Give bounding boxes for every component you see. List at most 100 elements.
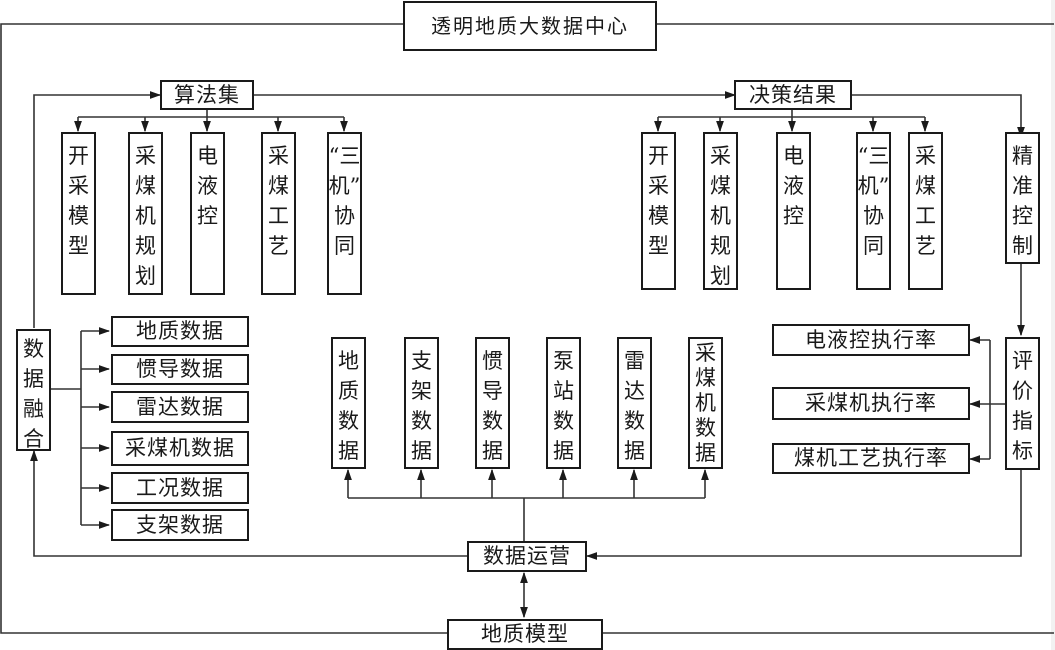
vertical-char: 煤 xyxy=(710,174,731,198)
decision-item[interactable]: 采煤工艺 xyxy=(908,132,943,290)
fusion-data-item[interactable]: 惯导数据 xyxy=(111,354,249,385)
vertical-char: 泵 xyxy=(553,349,574,373)
vertical-char: 采 xyxy=(268,144,289,168)
operation-data-item[interactable]: 雷达数据 xyxy=(617,337,652,469)
operation-to-fusion-line xyxy=(30,449,468,557)
algorithm-item[interactable]: 采煤工艺 xyxy=(261,132,296,295)
operation-data-item-label: 地质数据 xyxy=(338,349,359,463)
vertical-char: 数 xyxy=(482,409,503,433)
decision-item[interactable]: “三机”协同 xyxy=(856,132,891,290)
page-edge xyxy=(1051,0,1055,650)
operation-data-item[interactable]: 泵站数据 xyxy=(546,337,581,469)
fusion-data-item-label: 工况数据 xyxy=(136,475,224,500)
geological-model-label: 地质模型 xyxy=(481,622,569,646)
vertical-char: 规 xyxy=(710,234,731,258)
fusion-data-item-label: 雷达数据 xyxy=(136,394,224,419)
geological-model-box[interactable]: 地质模型 xyxy=(447,619,603,650)
operation-data-item-label: 采煤机数据 xyxy=(695,341,716,465)
vertical-char: 艺 xyxy=(915,234,936,258)
decision-to-control-line xyxy=(851,94,1025,139)
fusion-to-algorithm-line xyxy=(33,91,162,328)
algorithm-set-box[interactable]: 算法集 xyxy=(160,80,254,110)
fusion-data-item[interactable]: 雷达数据 xyxy=(111,391,249,423)
vertical-char: 控 xyxy=(1012,204,1033,228)
fusion-data-item[interactable]: 支架数据 xyxy=(111,509,249,541)
vertical-char: 工 xyxy=(915,204,936,228)
vertical-char: 规 xyxy=(135,234,156,258)
algorithm-item-label: “三机”协同 xyxy=(329,144,361,258)
page-title: 透明地质大数据中心 xyxy=(431,14,629,38)
vertical-char: 采 xyxy=(695,341,716,365)
vertical-char: 同 xyxy=(334,234,355,258)
operation-data-item[interactable]: 惯导数据 xyxy=(475,337,510,469)
algorithm-item-label: 电液控 xyxy=(197,144,218,228)
vertical-char: 开 xyxy=(648,144,669,168)
operation-data-item[interactable]: 支架数据 xyxy=(404,337,439,469)
fusion-data-item[interactable]: 工况数据 xyxy=(111,472,249,504)
evaluation-label: 评价指标 xyxy=(1012,349,1033,463)
vertical-char: 雷 xyxy=(624,349,645,373)
data-operation-label: 数据运营 xyxy=(483,544,571,568)
algorithm-item-label: 采煤机规划 xyxy=(135,144,156,288)
decision-item[interactable]: 开采模型 xyxy=(641,132,676,290)
vertical-char: 电 xyxy=(783,144,804,168)
vertical-char: 划 xyxy=(135,264,156,288)
operation-data-item-label: 惯导数据 xyxy=(482,349,503,463)
operation-data-item[interactable]: 地质数据 xyxy=(331,337,366,469)
decision-item[interactable]: 采煤机规划 xyxy=(703,132,738,290)
algorithm-item-label: 开采模型 xyxy=(68,144,89,258)
algorithm-item[interactable]: 开采模型 xyxy=(61,132,96,295)
vertical-char: 机 xyxy=(710,204,731,228)
vertical-char: 机” xyxy=(328,174,361,198)
operation-data-item[interactable]: 采煤机数据 xyxy=(688,337,723,469)
decision-item-label: 采煤工艺 xyxy=(915,144,936,258)
evaluation-item[interactable]: 煤机工艺执行率 xyxy=(772,443,970,474)
decision-results-box[interactable]: 决策结果 xyxy=(734,80,852,110)
fusion-data-item-label: 采煤机数据 xyxy=(125,436,235,460)
vertical-char: 机” xyxy=(857,174,890,198)
operation-data-item-label: 泵站数据 xyxy=(553,349,574,463)
data-fusion-label: 数据融合 xyxy=(23,337,44,451)
vertical-char: 数 xyxy=(624,409,645,433)
algorithm-item[interactable]: “三机”协同 xyxy=(327,132,362,295)
vertical-char: 准 xyxy=(1012,174,1033,198)
vertical-char: 开 xyxy=(68,144,89,168)
vertical-char: 站 xyxy=(553,379,574,403)
fusion-data-item-label: 支架数据 xyxy=(136,512,224,537)
vertical-char: 数 xyxy=(695,416,716,440)
fusion-data-item-label: 地质数据 xyxy=(136,319,224,343)
algorithm-item[interactable]: 电液控 xyxy=(190,132,225,295)
vertical-char: 同 xyxy=(863,234,884,258)
algorithm-item[interactable]: 采煤机规划 xyxy=(128,132,163,295)
vertical-char: 数 xyxy=(553,409,574,433)
vertical-char: 导 xyxy=(482,379,503,403)
decision-item[interactable]: 电液控 xyxy=(776,132,811,290)
vertical-char: 协 xyxy=(334,204,355,228)
fusion-data-item[interactable]: 地质数据 xyxy=(111,316,249,347)
vertical-char: 据 xyxy=(338,439,359,463)
data-fusion-box[interactable]: 数据融合 xyxy=(16,329,51,451)
vertical-char: 质 xyxy=(338,379,359,403)
decision-item-label: 开采模型 xyxy=(648,144,669,258)
evaluation-item[interactable]: 电液控执行率 xyxy=(772,324,970,356)
decision-item-label: 采煤机规划 xyxy=(710,144,731,288)
evaluation-item[interactable]: 采煤机执行率 xyxy=(772,387,970,420)
vertical-char: 模 xyxy=(648,204,669,228)
evaluation-item-label: 煤机工艺执行率 xyxy=(794,446,948,470)
vertical-char: 电 xyxy=(197,144,218,168)
vertical-char: 采 xyxy=(710,144,731,168)
vertical-char: 采 xyxy=(915,144,936,168)
vertical-char: 煤 xyxy=(135,174,156,198)
evaluation-item-label: 电液控执行率 xyxy=(805,327,937,352)
vertical-char: 煤 xyxy=(695,366,716,390)
vertical-char: 标 xyxy=(1012,439,1033,463)
vertical-char: 液 xyxy=(197,174,218,198)
algorithm-item-label: 采煤工艺 xyxy=(268,144,289,258)
fusion-data-item[interactable]: 采煤机数据 xyxy=(111,431,249,466)
evaluation-box[interactable]: 评价指标 xyxy=(1005,337,1040,470)
vertical-char: 惯 xyxy=(482,349,503,373)
precise-control-box[interactable]: 精准控制 xyxy=(1005,132,1040,264)
data-center-title-box[interactable]: 透明地质大数据中心 xyxy=(403,1,657,51)
vertical-char: 工 xyxy=(268,204,289,228)
data-operation-box[interactable]: 数据运营 xyxy=(467,541,587,572)
